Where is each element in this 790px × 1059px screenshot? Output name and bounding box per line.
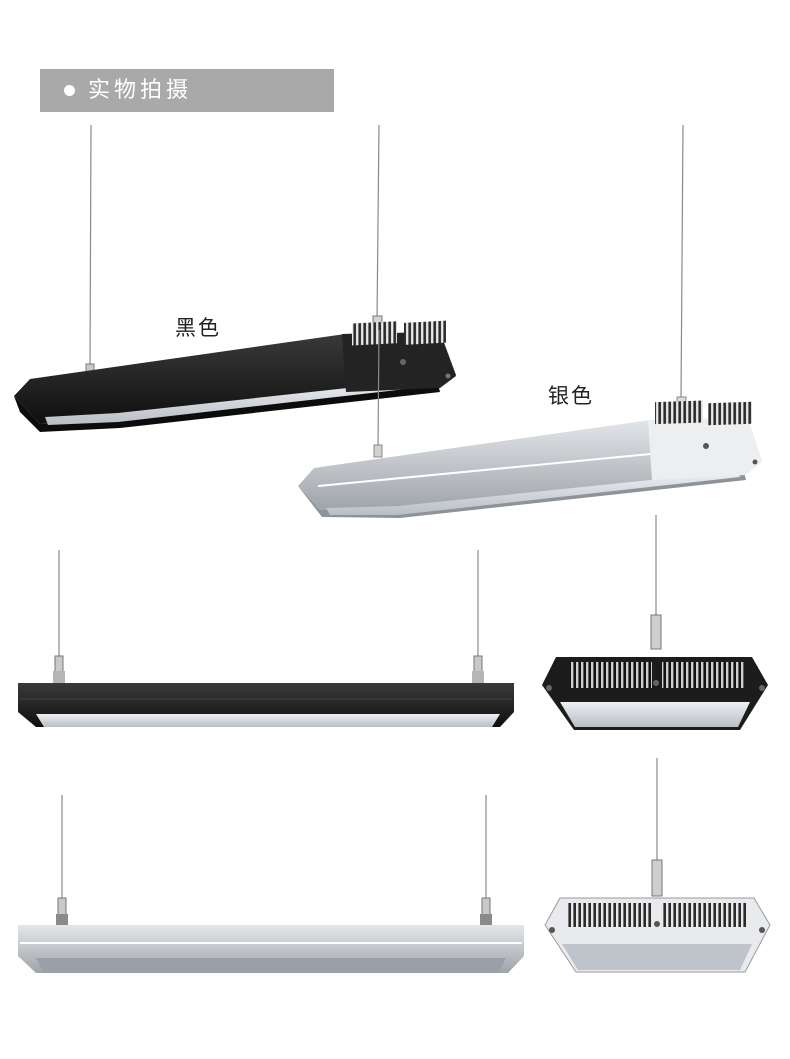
screw-icon: [752, 459, 758, 465]
cable-clamp: [57, 897, 67, 917]
black-fixture-perspective: [14, 124, 456, 432]
screw-icon: [549, 927, 555, 933]
screw-icon: [445, 373, 451, 379]
screw-icon: [400, 359, 406, 365]
suspension-cable: [89, 124, 92, 369]
silver-fixture-end: [544, 758, 771, 973]
suspension-cable: [376, 124, 380, 321]
black-fixture-end: [542, 515, 768, 730]
suspension-cable: [680, 124, 684, 401]
screw-icon: [703, 443, 709, 449]
cable-clamp: [650, 614, 662, 650]
screw-icon: [654, 921, 660, 927]
label-silver: 银色: [548, 384, 594, 408]
silver-fixture-side: [18, 795, 524, 973]
cable-clamp: [54, 655, 64, 673]
silver-fixture-perspective: [298, 124, 762, 518]
screw-icon: [653, 680, 659, 686]
bullet-dot-icon: [64, 85, 75, 96]
screw-icon: [759, 927, 765, 933]
suspension-cable: [377, 329, 380, 450]
cable-clamp: [373, 444, 383, 458]
cable-clamp: [481, 897, 491, 917]
section-header: 实物拍摄: [40, 69, 334, 112]
cable-clamp: [473, 655, 483, 673]
screw-icon: [546, 685, 552, 691]
label-black: 黑色: [175, 316, 221, 340]
black-fixture-side: [18, 550, 514, 727]
cable-clamp: [651, 859, 663, 897]
screw-icon: [759, 685, 765, 691]
section-title: 实物拍摄: [88, 77, 193, 103]
